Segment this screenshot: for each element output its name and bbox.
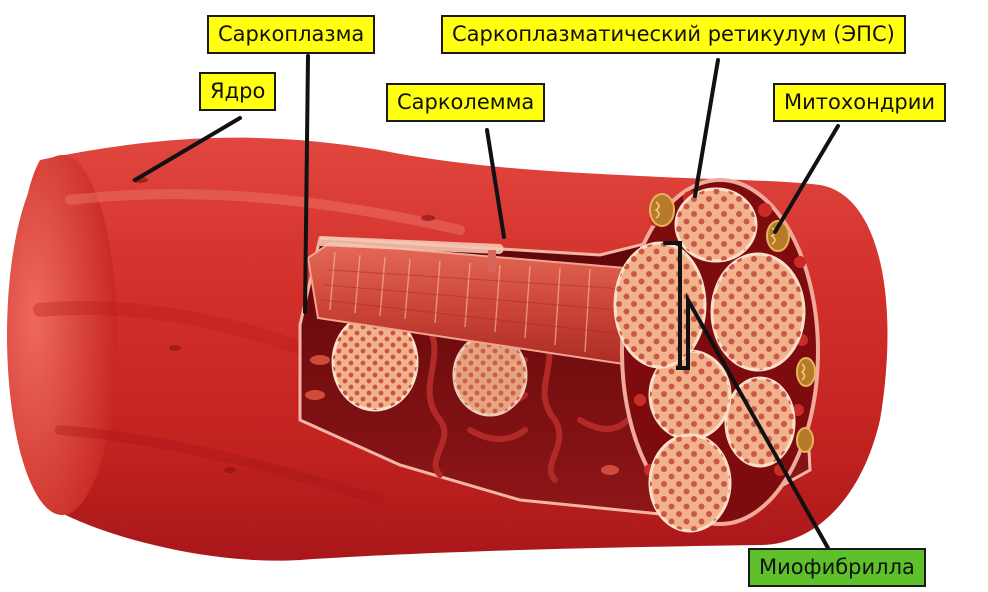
label-mitochondria: Митохондрии — [773, 83, 946, 122]
label-myofibril: Миофибрилла — [748, 548, 926, 587]
fiber-end-cap — [7, 155, 117, 515]
reticulum-pointer — [695, 60, 718, 196]
label-sarcoplasm: Саркоплазма — [207, 15, 375, 54]
label-nucleus: Ядро — [199, 72, 276, 111]
label-reticulum: Саркоплазматический ретикулум (ЭПС) — [441, 15, 906, 54]
label-sarcolemma: Сарколемма — [386, 83, 545, 122]
